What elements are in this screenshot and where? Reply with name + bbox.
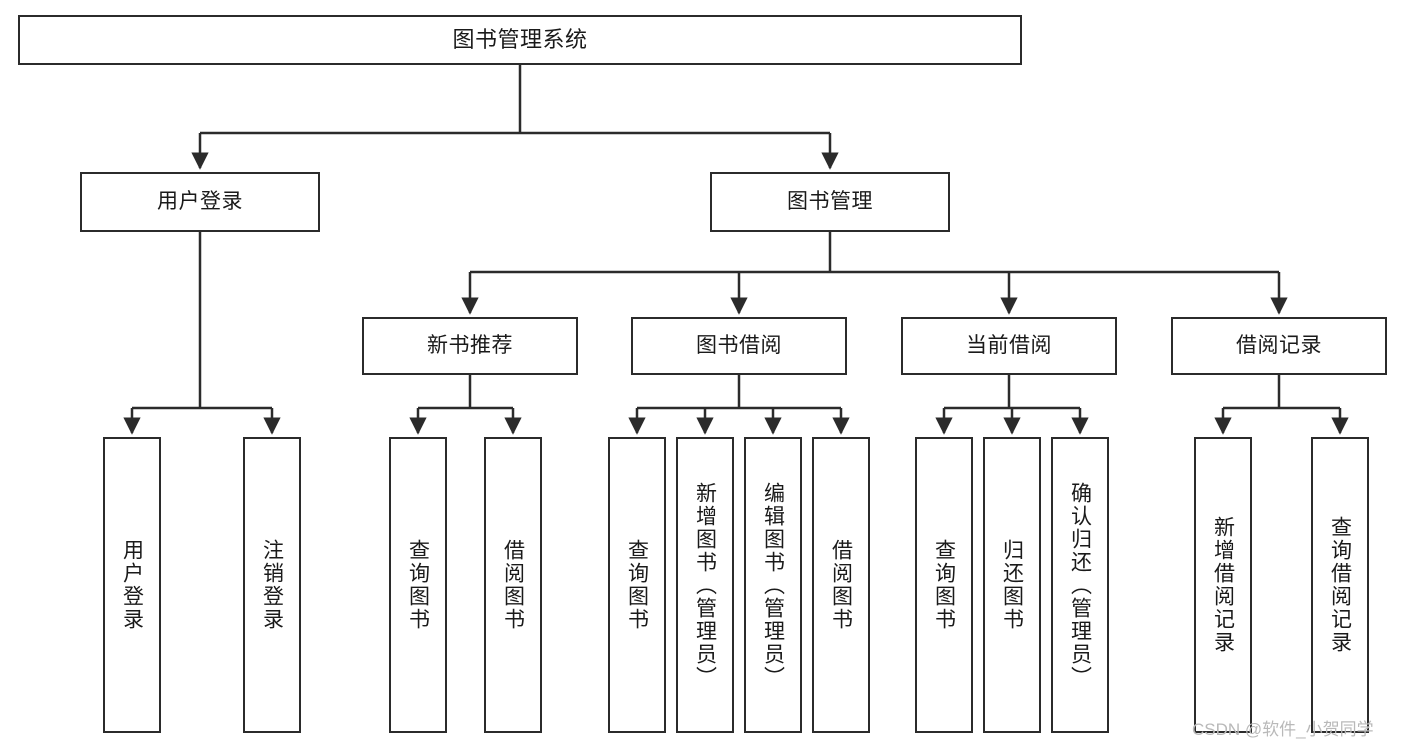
- node-label: 查询图书: [932, 539, 956, 631]
- node-label: 图书管理: [787, 189, 873, 213]
- node-leaf-add-book[interactable]: 新增图书（管理员）: [676, 437, 734, 733]
- node-user-login[interactable]: 用户登录: [80, 172, 320, 232]
- node-label: 新书推荐: [427, 333, 513, 357]
- node-leaf-borrow-book-2[interactable]: 借阅图书: [812, 437, 870, 733]
- node-label: 查询借阅记录: [1328, 516, 1352, 654]
- node-leaf-user-login[interactable]: 用户登录: [103, 437, 161, 733]
- node-leaf-query-book-2[interactable]: 查询图书: [608, 437, 666, 733]
- node-label: 编辑图书（管理员）: [761, 481, 785, 689]
- node-label: 查询图书: [625, 539, 649, 631]
- node-label: 查询图书: [406, 539, 430, 631]
- node-borrow-record[interactable]: 借阅记录: [1171, 317, 1387, 375]
- node-label: 图书管理系统: [452, 27, 588, 53]
- node-book-borrow[interactable]: 图书借阅: [631, 317, 847, 375]
- node-leaf-query-book-3[interactable]: 查询图书: [915, 437, 973, 733]
- node-new-book-recommend[interactable]: 新书推荐: [362, 317, 578, 375]
- node-label: 归还图书: [1000, 539, 1024, 631]
- node-label: 当前借阅: [966, 333, 1052, 357]
- node-leaf-add-record[interactable]: 新增借阅记录: [1194, 437, 1252, 733]
- node-root[interactable]: 图书管理系统: [18, 15, 1022, 65]
- node-book-manage[interactable]: 图书管理: [710, 172, 950, 232]
- node-leaf-return-book[interactable]: 归还图书: [983, 437, 1041, 733]
- node-label: 新增借阅记录: [1211, 516, 1235, 654]
- node-label: 新增图书（管理员）: [693, 481, 717, 689]
- node-current-borrow[interactable]: 当前借阅: [901, 317, 1117, 375]
- node-label: 用户登录: [157, 189, 243, 213]
- node-label: 借阅图书: [829, 539, 853, 631]
- watermark: CSDN @软件_小贺同学: [1192, 720, 1374, 739]
- node-label: 借阅图书: [501, 539, 525, 631]
- node-leaf-confirm-return[interactable]: 确认归还（管理员）: [1051, 437, 1109, 733]
- node-label: 图书借阅: [696, 333, 782, 357]
- node-leaf-logout[interactable]: 注销登录: [243, 437, 301, 733]
- node-label: 借阅记录: [1236, 333, 1322, 357]
- node-label: 确认归还（管理员）: [1068, 481, 1092, 689]
- node-leaf-borrow-book-1[interactable]: 借阅图书: [484, 437, 542, 733]
- node-leaf-query-book-1[interactable]: 查询图书: [389, 437, 447, 733]
- node-label: 注销登录: [260, 539, 284, 631]
- node-leaf-edit-book[interactable]: 编辑图书（管理员）: [744, 437, 802, 733]
- node-leaf-query-record[interactable]: 查询借阅记录: [1311, 437, 1369, 733]
- node-label: 用户登录: [120, 539, 144, 631]
